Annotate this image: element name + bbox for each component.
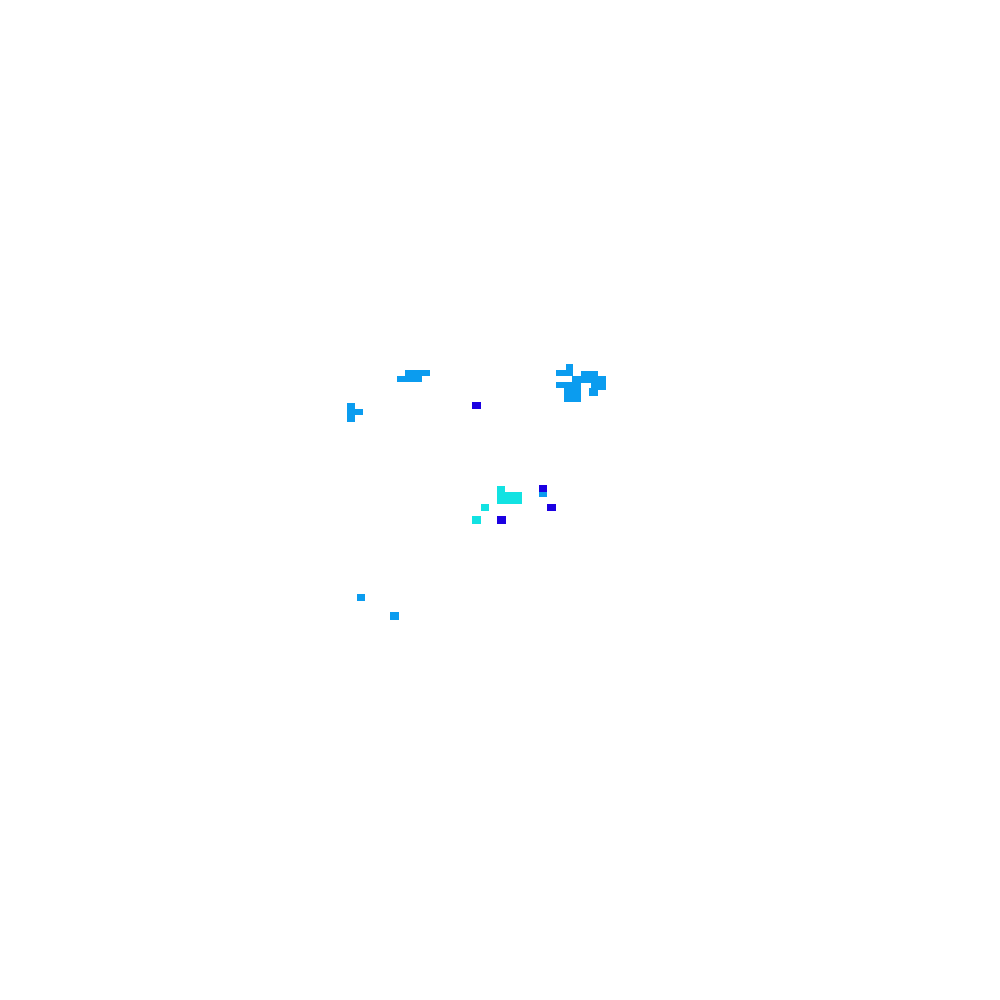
pixel-block: [503, 492, 522, 504]
pixel-block: [472, 516, 481, 524]
pixel-block: [547, 504, 556, 511]
pixel-block: [572, 376, 581, 383]
pixel-block: [472, 402, 481, 409]
pixel-block: [556, 382, 566, 388]
pixel-block: [405, 370, 422, 377]
pixel-block: [357, 594, 365, 601]
pixel-block: [353, 409, 363, 415]
pixel-block: [539, 485, 547, 493]
pixel-block: [566, 364, 573, 371]
pixel-block: [419, 370, 430, 376]
pixel-block: [591, 376, 606, 390]
pixel-block: [497, 516, 506, 524]
pixel-block: [481, 504, 489, 511]
pixel-block: [564, 382, 581, 402]
pixel-block: [390, 612, 399, 620]
pixel-block: [497, 486, 505, 504]
pixel-block: [589, 388, 598, 396]
pixel-block: [539, 492, 547, 497]
pixel-block: [397, 376, 422, 382]
pixel-block: [347, 403, 355, 422]
pixel-block: [556, 370, 573, 376]
